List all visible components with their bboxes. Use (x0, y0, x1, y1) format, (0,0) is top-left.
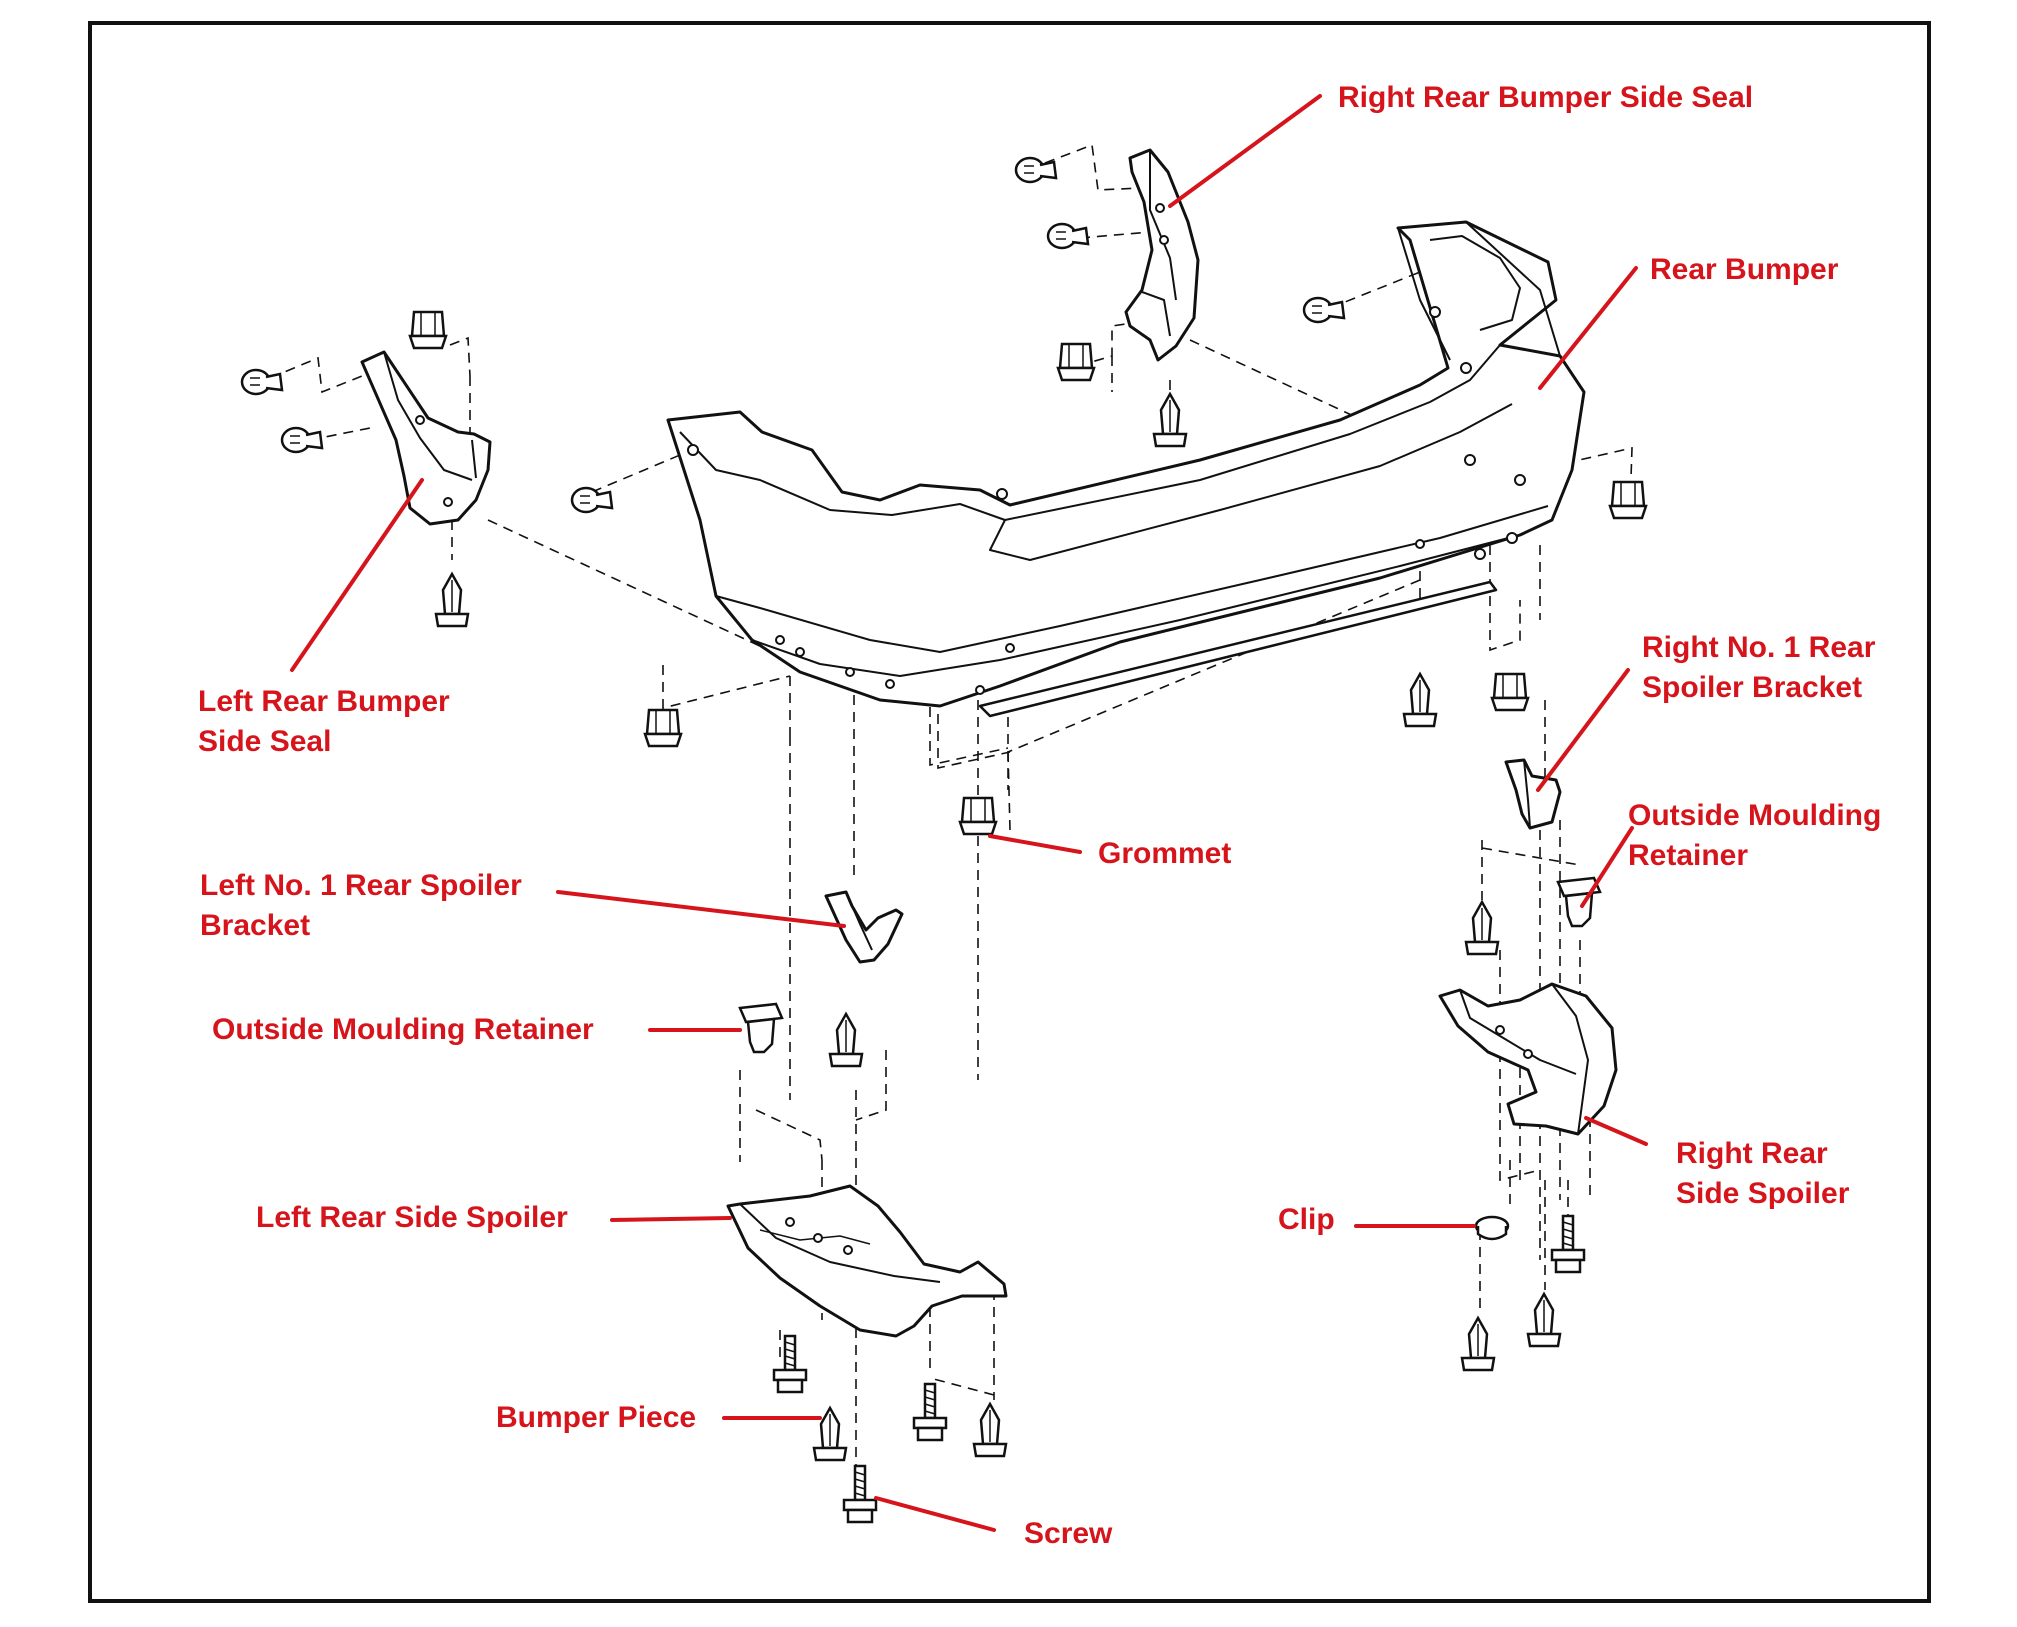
bumper-piece-icon (1526, 1292, 1562, 1348)
label-outside-moulding-retainer-right-line2: Retainer (1628, 839, 1749, 872)
label-right-no1-rear-spoiler-bracket-line1: Right No. 1 Rear (1642, 631, 1876, 664)
label-left-no1-rear-spoiler-bracket: Left No. 1 Rear Spoiler Bracket (200, 866, 522, 946)
screw-icon (912, 1382, 948, 1442)
grommet-icon (958, 796, 998, 836)
clip-icon (570, 486, 614, 514)
bumper-piece-icon (1464, 900, 1500, 956)
leader-lines (290, 94, 1648, 1532)
right-spoiler-bracket-drawing (1504, 758, 1562, 830)
clip-icon (1046, 222, 1090, 250)
left-side-spoiler-drawing (726, 1184, 1008, 1338)
label-grommet: Grommet (1098, 837, 1232, 870)
label-right-rear-bumper-side-seal: Right Rear Bumper Side Seal (1338, 81, 1754, 114)
grommet-icon (1608, 480, 1648, 520)
label-right-rear-side-spoiler-line1: Right Rear (1676, 1137, 1828, 1170)
clip-icon (240, 368, 284, 396)
label-left-no1-rear-spoiler-bracket-line1: Left No. 1 Rear Spoiler (200, 869, 522, 902)
label-rear-bumper: Rear Bumper (1650, 253, 1839, 286)
right-side-seal-drawing (1124, 148, 1200, 362)
label-left-rear-bumper-side-seal-line2: Side Seal (198, 725, 332, 758)
grommet-icon (643, 708, 683, 748)
label-left-rear-bumper-side-seal-line1: Left Rear Bumper (198, 685, 450, 718)
bumper-piece-icon (812, 1406, 848, 1462)
bumper-piece-icon (434, 572, 470, 628)
label-outside-moulding-retainer-right: Outside Moulding Retainer (1628, 796, 1881, 876)
screw-icon (842, 1464, 878, 1524)
grommet-icon (408, 310, 448, 350)
bumper-piece-icon (1460, 1316, 1496, 1372)
screw-icon (1550, 1214, 1586, 1274)
grommet-icon (1490, 672, 1530, 712)
label-left-rear-side-spoiler: Left Rear Side Spoiler (256, 1201, 568, 1234)
label-clip: Clip (1278, 1203, 1335, 1236)
screw-icon (772, 1334, 808, 1394)
right-side-spoiler-drawing (1438, 982, 1618, 1136)
bumper-piece-icon (1152, 392, 1188, 448)
clip-icon (1302, 296, 1346, 324)
label-right-no1-rear-spoiler-bracket: Right No. 1 Rear Spoiler Bracket (1642, 628, 1875, 708)
label-bumper-piece: Bumper Piece (496, 1401, 697, 1434)
label-right-no1-rear-spoiler-bracket-line2: Spoiler Bracket (1642, 671, 1863, 704)
bumper-piece-icon (828, 1012, 864, 1068)
clip-icon (280, 426, 324, 454)
label-right-rear-side-spoiler-line2: Side Spoiler (1676, 1177, 1850, 1210)
left-spoiler-bracket-drawing (824, 890, 904, 964)
bumper-piece-icon (1402, 672, 1438, 728)
label-left-no1-rear-spoiler-bracket-line2: Bracket (200, 909, 311, 942)
fasteners (240, 156, 1648, 1524)
bumper-piece-icon (972, 1402, 1008, 1458)
label-left-rear-bumper-side-seal: Left Rear Bumper Side Seal (198, 682, 450, 762)
grommet-icon (1056, 342, 1096, 382)
clip-icon (1014, 156, 1058, 184)
diagram-frame (88, 21, 1931, 1603)
label-right-rear-side-spoiler: Right Rear Side Spoiler (1676, 1134, 1849, 1214)
rear-bumper-drawing (666, 220, 1586, 718)
label-outside-moulding-retainer-right-line1: Outside Moulding (1628, 799, 1882, 832)
left-side-seal-drawing (360, 350, 492, 526)
clip-icon (1474, 1215, 1510, 1241)
retainer-icon (738, 1002, 784, 1054)
label-outside-moulding-retainer-left: Outside Moulding Retainer (212, 1013, 594, 1046)
label-screw: Screw (1024, 1517, 1113, 1550)
